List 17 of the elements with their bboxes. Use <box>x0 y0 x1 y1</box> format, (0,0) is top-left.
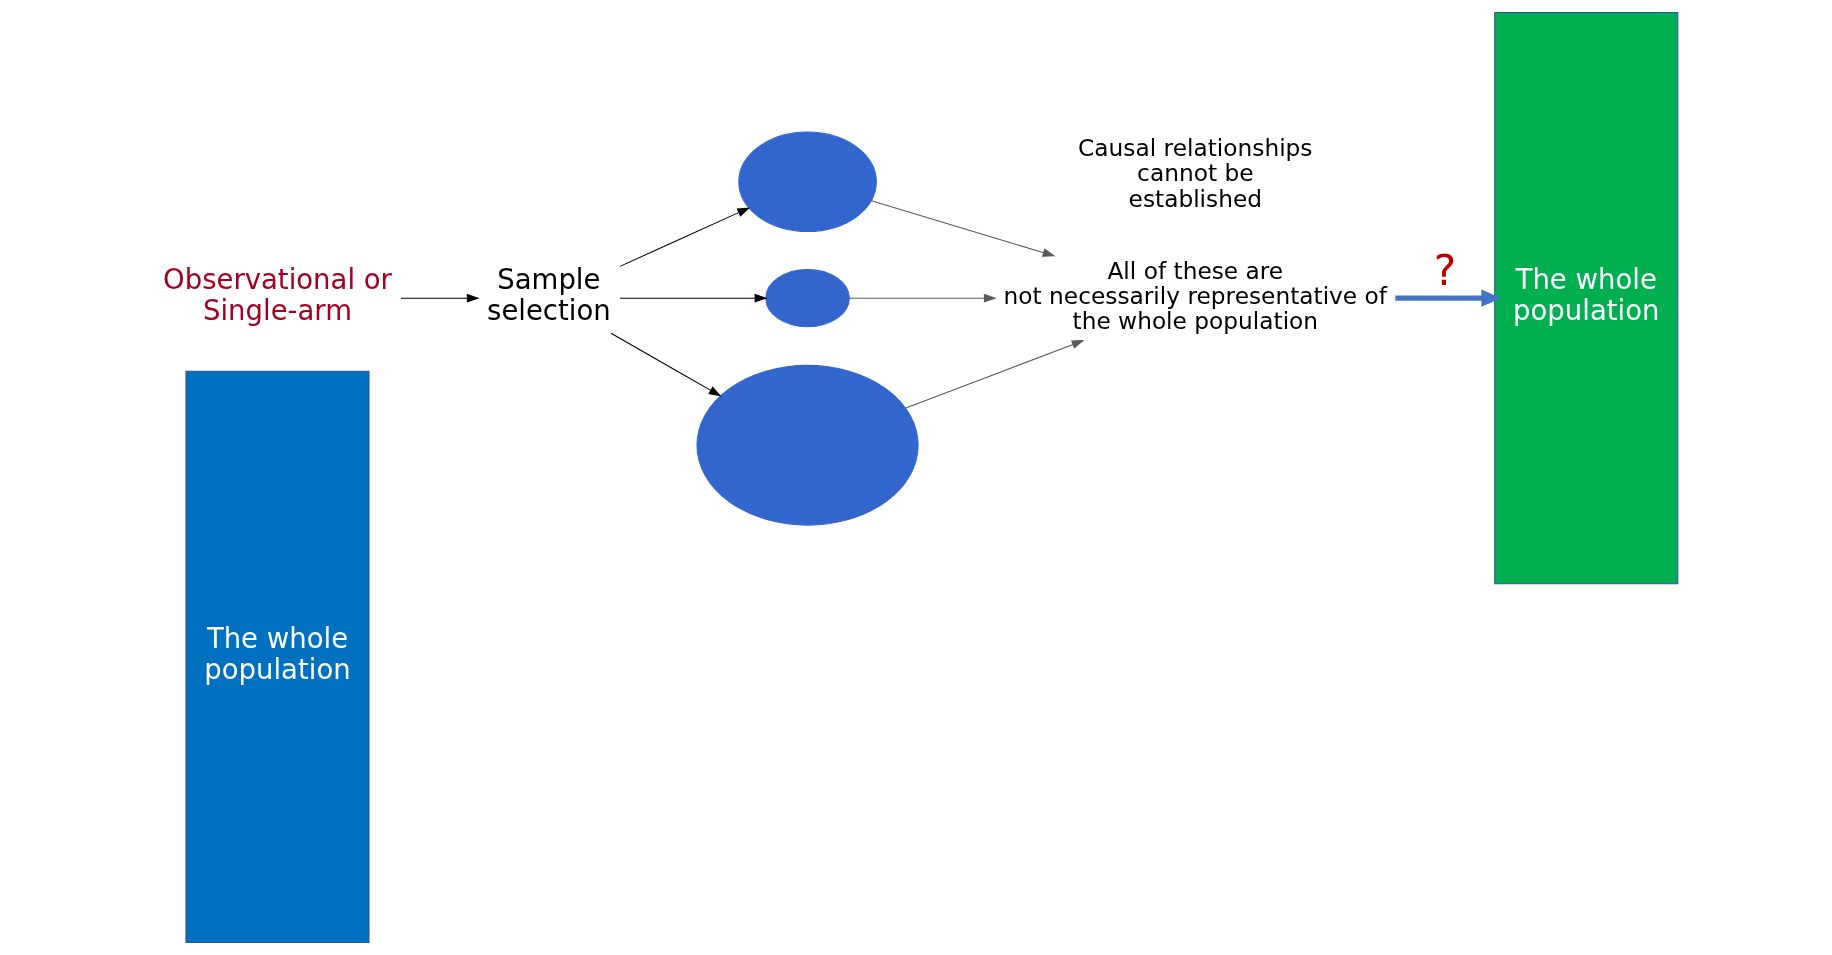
arrow <box>619 293 768 303</box>
node-box: The whole population <box>1494 11 1679 585</box>
arrow <box>870 200 1056 257</box>
arrow <box>619 207 751 267</box>
node-text: Sample selection <box>487 263 611 327</box>
node-text: Observational or Single-arm <box>163 263 392 327</box>
arrow <box>905 340 1085 409</box>
node-ellipse <box>765 269 850 328</box>
arrow <box>1395 289 1502 307</box>
node-ellipse <box>696 364 919 526</box>
arrow <box>400 293 480 303</box>
arrow <box>849 293 997 303</box>
node-text: All of these are not necessarily representative of the whole population <box>1003 256 1387 335</box>
arrow <box>610 332 722 397</box>
node-box: The whole population <box>185 370 370 944</box>
edge-label: ? <box>1433 246 1457 296</box>
label: Causal relationships cannot be established <box>1078 133 1313 212</box>
